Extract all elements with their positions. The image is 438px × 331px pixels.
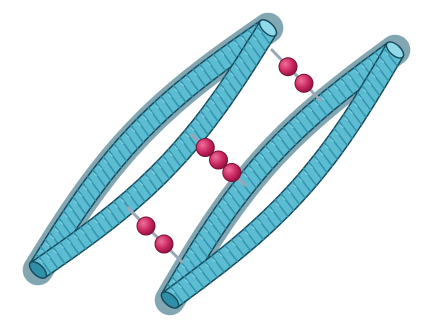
crosslink-bottom-bead-2	[155, 235, 173, 253]
crosslink-middle-bead-3	[223, 164, 241, 182]
crosslink-top-bead-2	[295, 74, 313, 92]
crosslink-top-linker	[272, 50, 320, 100]
crosslink-top	[272, 50, 320, 100]
crosslink-middle	[192, 135, 245, 185]
crosslink-bottom	[128, 208, 182, 262]
crosslink-bottom-bead-1	[137, 217, 155, 235]
crosslink-top-bead-1	[279, 58, 297, 76]
crosslink-bottom-linker	[128, 208, 182, 262]
